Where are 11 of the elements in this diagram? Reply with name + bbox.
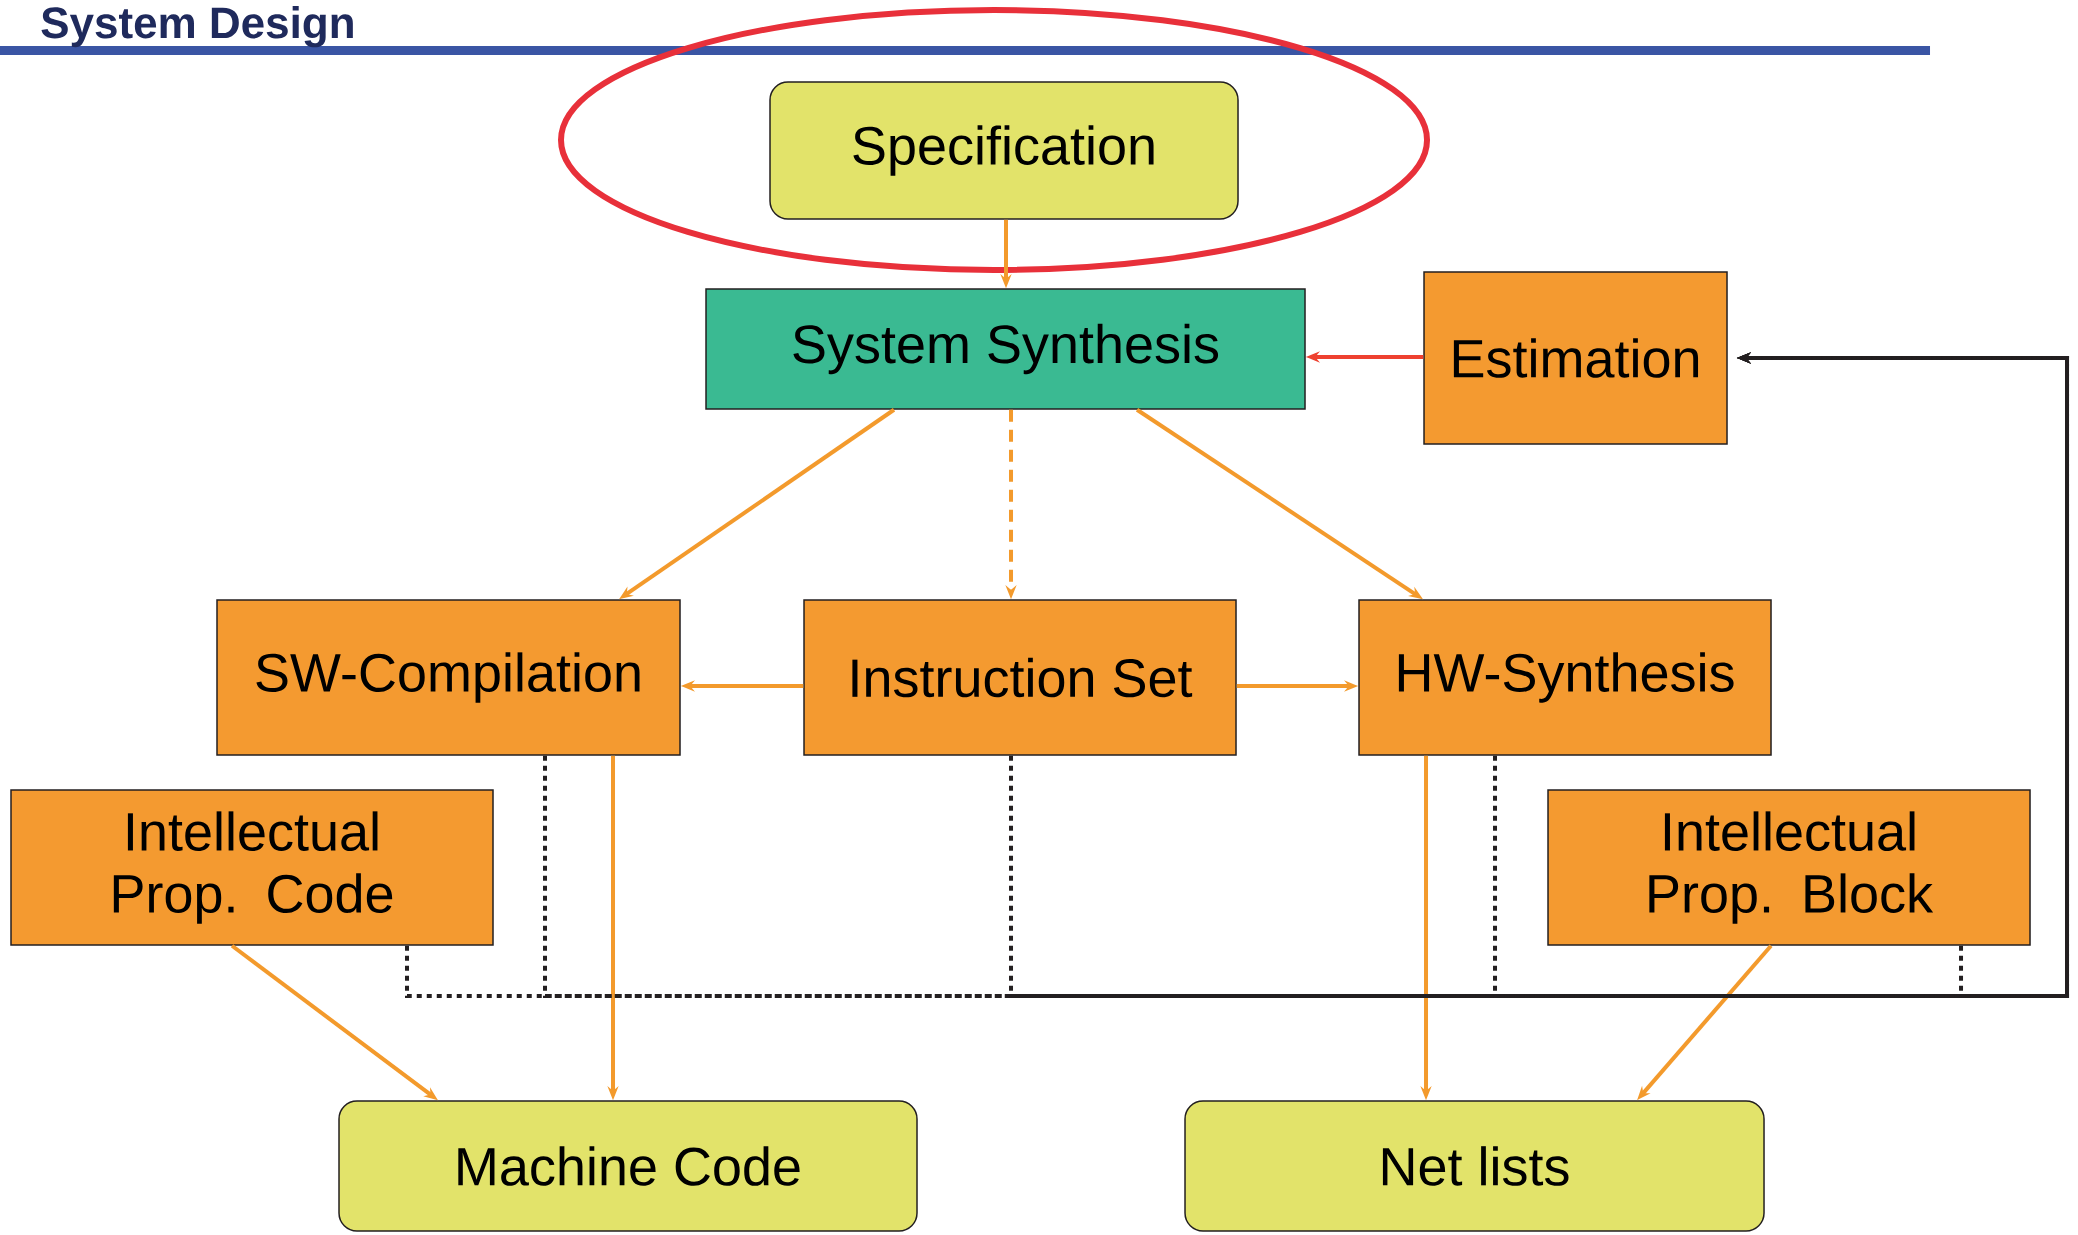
process-box: Instruction Set [803, 599, 1237, 756]
rounded-box: Machine Code [338, 1100, 918, 1232]
process-box: System Synthesis [705, 288, 1306, 410]
process-box: Intellectual Prop. Code [10, 789, 494, 946]
process-box: Intellectual Prop. Block [1547, 789, 2031, 946]
rounded-box: Specification [769, 81, 1239, 220]
rounded-box: Net lists [1184, 1100, 1765, 1232]
process-box: Estimation [1423, 271, 1728, 445]
process-box: HW-Synthesis [1358, 599, 1772, 756]
title: System Design [41, 6, 353, 48]
process-box: SW-Compilation [216, 599, 681, 756]
